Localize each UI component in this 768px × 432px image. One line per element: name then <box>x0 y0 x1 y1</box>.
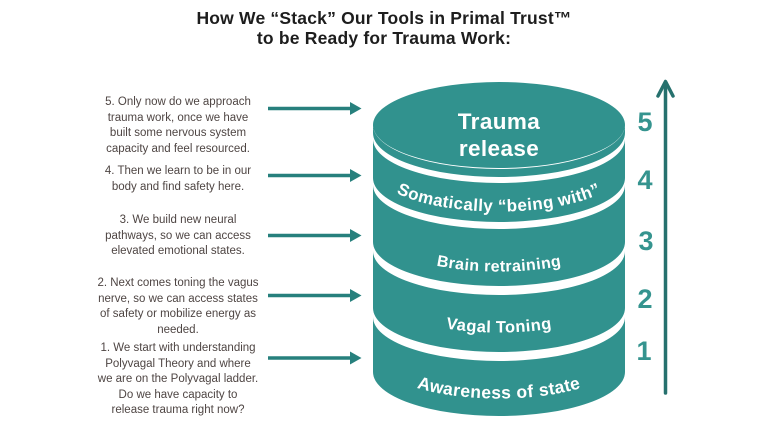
scale-numbers: 5 4 3 2 1 <box>635 106 655 368</box>
band-vagal-toning <box>373 251 625 352</box>
band-label-vagal-toning: Vagal Toning <box>445 315 553 337</box>
note-step-3: 3. We build new neural pathways, so we c… <box>105 214 251 257</box>
diagram-title: How We “Stack” Our Tools in Primal Trust… <box>0 8 768 48</box>
arrow-to-level-1-icon <box>268 351 362 365</box>
top-layer-label-line1: Trauma <box>458 109 541 134</box>
top-cylinder-body <box>373 125 625 177</box>
scale-number-4: 4 <box>637 165 652 195</box>
scale-number-3: 3 <box>638 226 653 256</box>
arrows-left-group <box>268 102 362 365</box>
top-cylinder-lid <box>373 82 625 168</box>
diagram-title-line2: to be Ready for Trauma Work: <box>256 28 512 48</box>
upward-axis-arrow-icon <box>656 79 675 395</box>
arrow-to-level-2-icon <box>268 289 362 302</box>
cylinder-stack <box>373 82 625 416</box>
note-step-1: 1. We start with understanding Polyvagal… <box>97 342 259 416</box>
note-step-2: 2. Next comes toning the vagus nerve, so… <box>97 277 259 336</box>
note-step-4: 4. Then we learn to be in our body and f… <box>104 165 252 193</box>
diagram-title-line1: How We “Stack” Our Tools in Primal Trust… <box>196 8 572 28</box>
top-layer-label-line2: release <box>459 136 539 161</box>
band-brain-retraining <box>373 185 625 286</box>
band-label-brain-retraining-text: Brain retraining <box>436 253 563 276</box>
arrow-to-level-5-icon <box>268 102 362 115</box>
arrow-to-level-4-icon <box>268 169 362 182</box>
band-label-brain-retraining: Brain retraining <box>436 253 563 276</box>
scale-number-2: 2 <box>637 284 652 314</box>
arrow-to-level-3-icon <box>268 229 362 242</box>
scale-number-5: 5 <box>637 107 652 137</box>
band-somatically-being-with <box>373 139 625 222</box>
band-awareness-of-state <box>373 317 625 416</box>
note-step-5: 5. Only now do we approach trauma work, … <box>105 96 251 155</box>
scale-number-1: 1 <box>636 336 651 366</box>
band-label-vagal-toning-text: Vagal Toning <box>445 315 552 337</box>
